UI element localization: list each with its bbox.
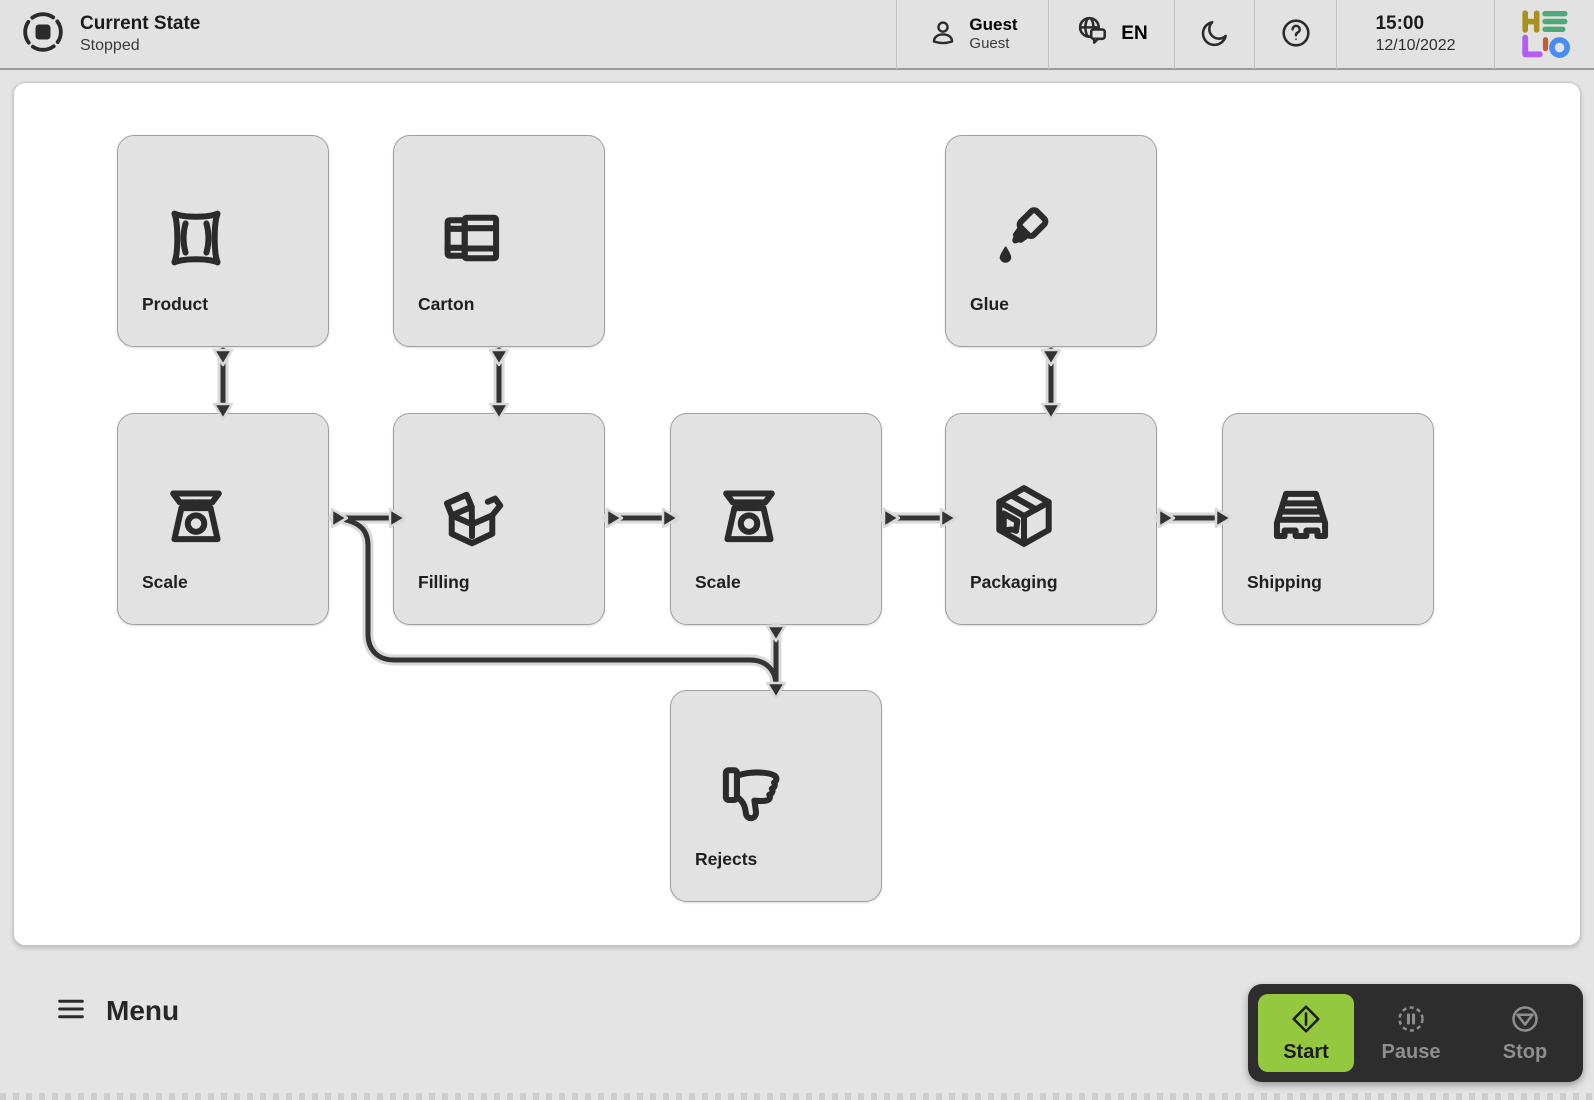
start-label: Start xyxy=(1283,1040,1329,1063)
pause-button[interactable]: Pause xyxy=(1354,994,1468,1072)
thumbs-down-icon xyxy=(711,755,787,831)
current-state-group: Current State Stopped xyxy=(0,9,896,60)
pallet-icon xyxy=(1263,478,1339,554)
state-value: Stopped xyxy=(80,36,140,54)
start-diamond-icon xyxy=(1290,1003,1322,1038)
clock-display: 15:00 12/10/2022 xyxy=(1336,0,1494,69)
user-role: Guest xyxy=(969,35,1010,53)
node-packaging[interactable]: Packaging xyxy=(945,413,1157,625)
top-status-bar: Current State Stopped Guest Guest xyxy=(0,0,1594,70)
stop-button[interactable]: Stop xyxy=(1468,994,1582,1072)
start-button[interactable]: Start xyxy=(1258,994,1354,1072)
node-glue[interactable]: Glue xyxy=(945,135,1157,347)
node-label: Glue xyxy=(970,294,1009,314)
scale-icon xyxy=(158,478,234,554)
bag-icon xyxy=(158,200,234,276)
package-icon xyxy=(986,478,1062,554)
dark-mode-toggle[interactable] xyxy=(1174,0,1254,69)
menu-label: Menu xyxy=(106,994,180,1026)
node-label: Filling xyxy=(418,572,470,592)
node-filling[interactable]: Filling xyxy=(393,413,605,625)
node-scale-2[interactable]: Scale xyxy=(670,413,882,625)
user-button[interactable]: Guest Guest xyxy=(896,0,1048,69)
node-label: Product xyxy=(142,294,209,314)
menu-button[interactable]: Menu xyxy=(52,992,179,1029)
user-name: Guest xyxy=(969,15,1018,34)
moon-icon xyxy=(1199,17,1231,52)
glue-icon xyxy=(986,200,1062,276)
globe-chat-icon xyxy=(1075,13,1111,55)
user-icon xyxy=(927,17,959,52)
node-shipping[interactable]: Shipping xyxy=(1222,413,1434,625)
carton-icon xyxy=(434,200,510,276)
language-code: EN xyxy=(1121,23,1148,44)
stop-circle-icon xyxy=(1509,1003,1541,1038)
machine-control-panel: Start Pause Stop xyxy=(1248,984,1583,1082)
pause-circle-icon xyxy=(1395,1003,1427,1038)
date-value: 12/10/2022 xyxy=(1375,36,1456,54)
node-label: Scale xyxy=(142,572,188,592)
stop-state-icon xyxy=(20,9,66,60)
time-value: 15:00 xyxy=(1375,13,1425,35)
node-scale-1[interactable]: Scale xyxy=(117,413,329,625)
help-button[interactable] xyxy=(1254,0,1336,69)
node-label: Packaging xyxy=(970,572,1058,592)
question-icon xyxy=(1279,16,1313,53)
node-label: Shipping xyxy=(1247,572,1322,592)
node-product[interactable]: Product xyxy=(117,135,329,347)
pause-label: Pause xyxy=(1381,1040,1441,1063)
open-box-icon xyxy=(434,478,510,554)
scale-icon xyxy=(711,478,787,554)
helio-logo xyxy=(1494,0,1594,69)
node-rejects[interactable]: Rejects xyxy=(670,690,882,902)
stop-label: Stop xyxy=(1502,1040,1548,1063)
hamburger-icon xyxy=(52,992,90,1029)
state-title: Current State xyxy=(80,13,201,34)
language-button[interactable]: EN xyxy=(1048,0,1174,69)
node-label: Scale xyxy=(695,572,741,592)
node-label: Rejects xyxy=(695,849,758,869)
node-label: Carton xyxy=(418,294,475,314)
node-carton[interactable]: Carton xyxy=(393,135,605,347)
